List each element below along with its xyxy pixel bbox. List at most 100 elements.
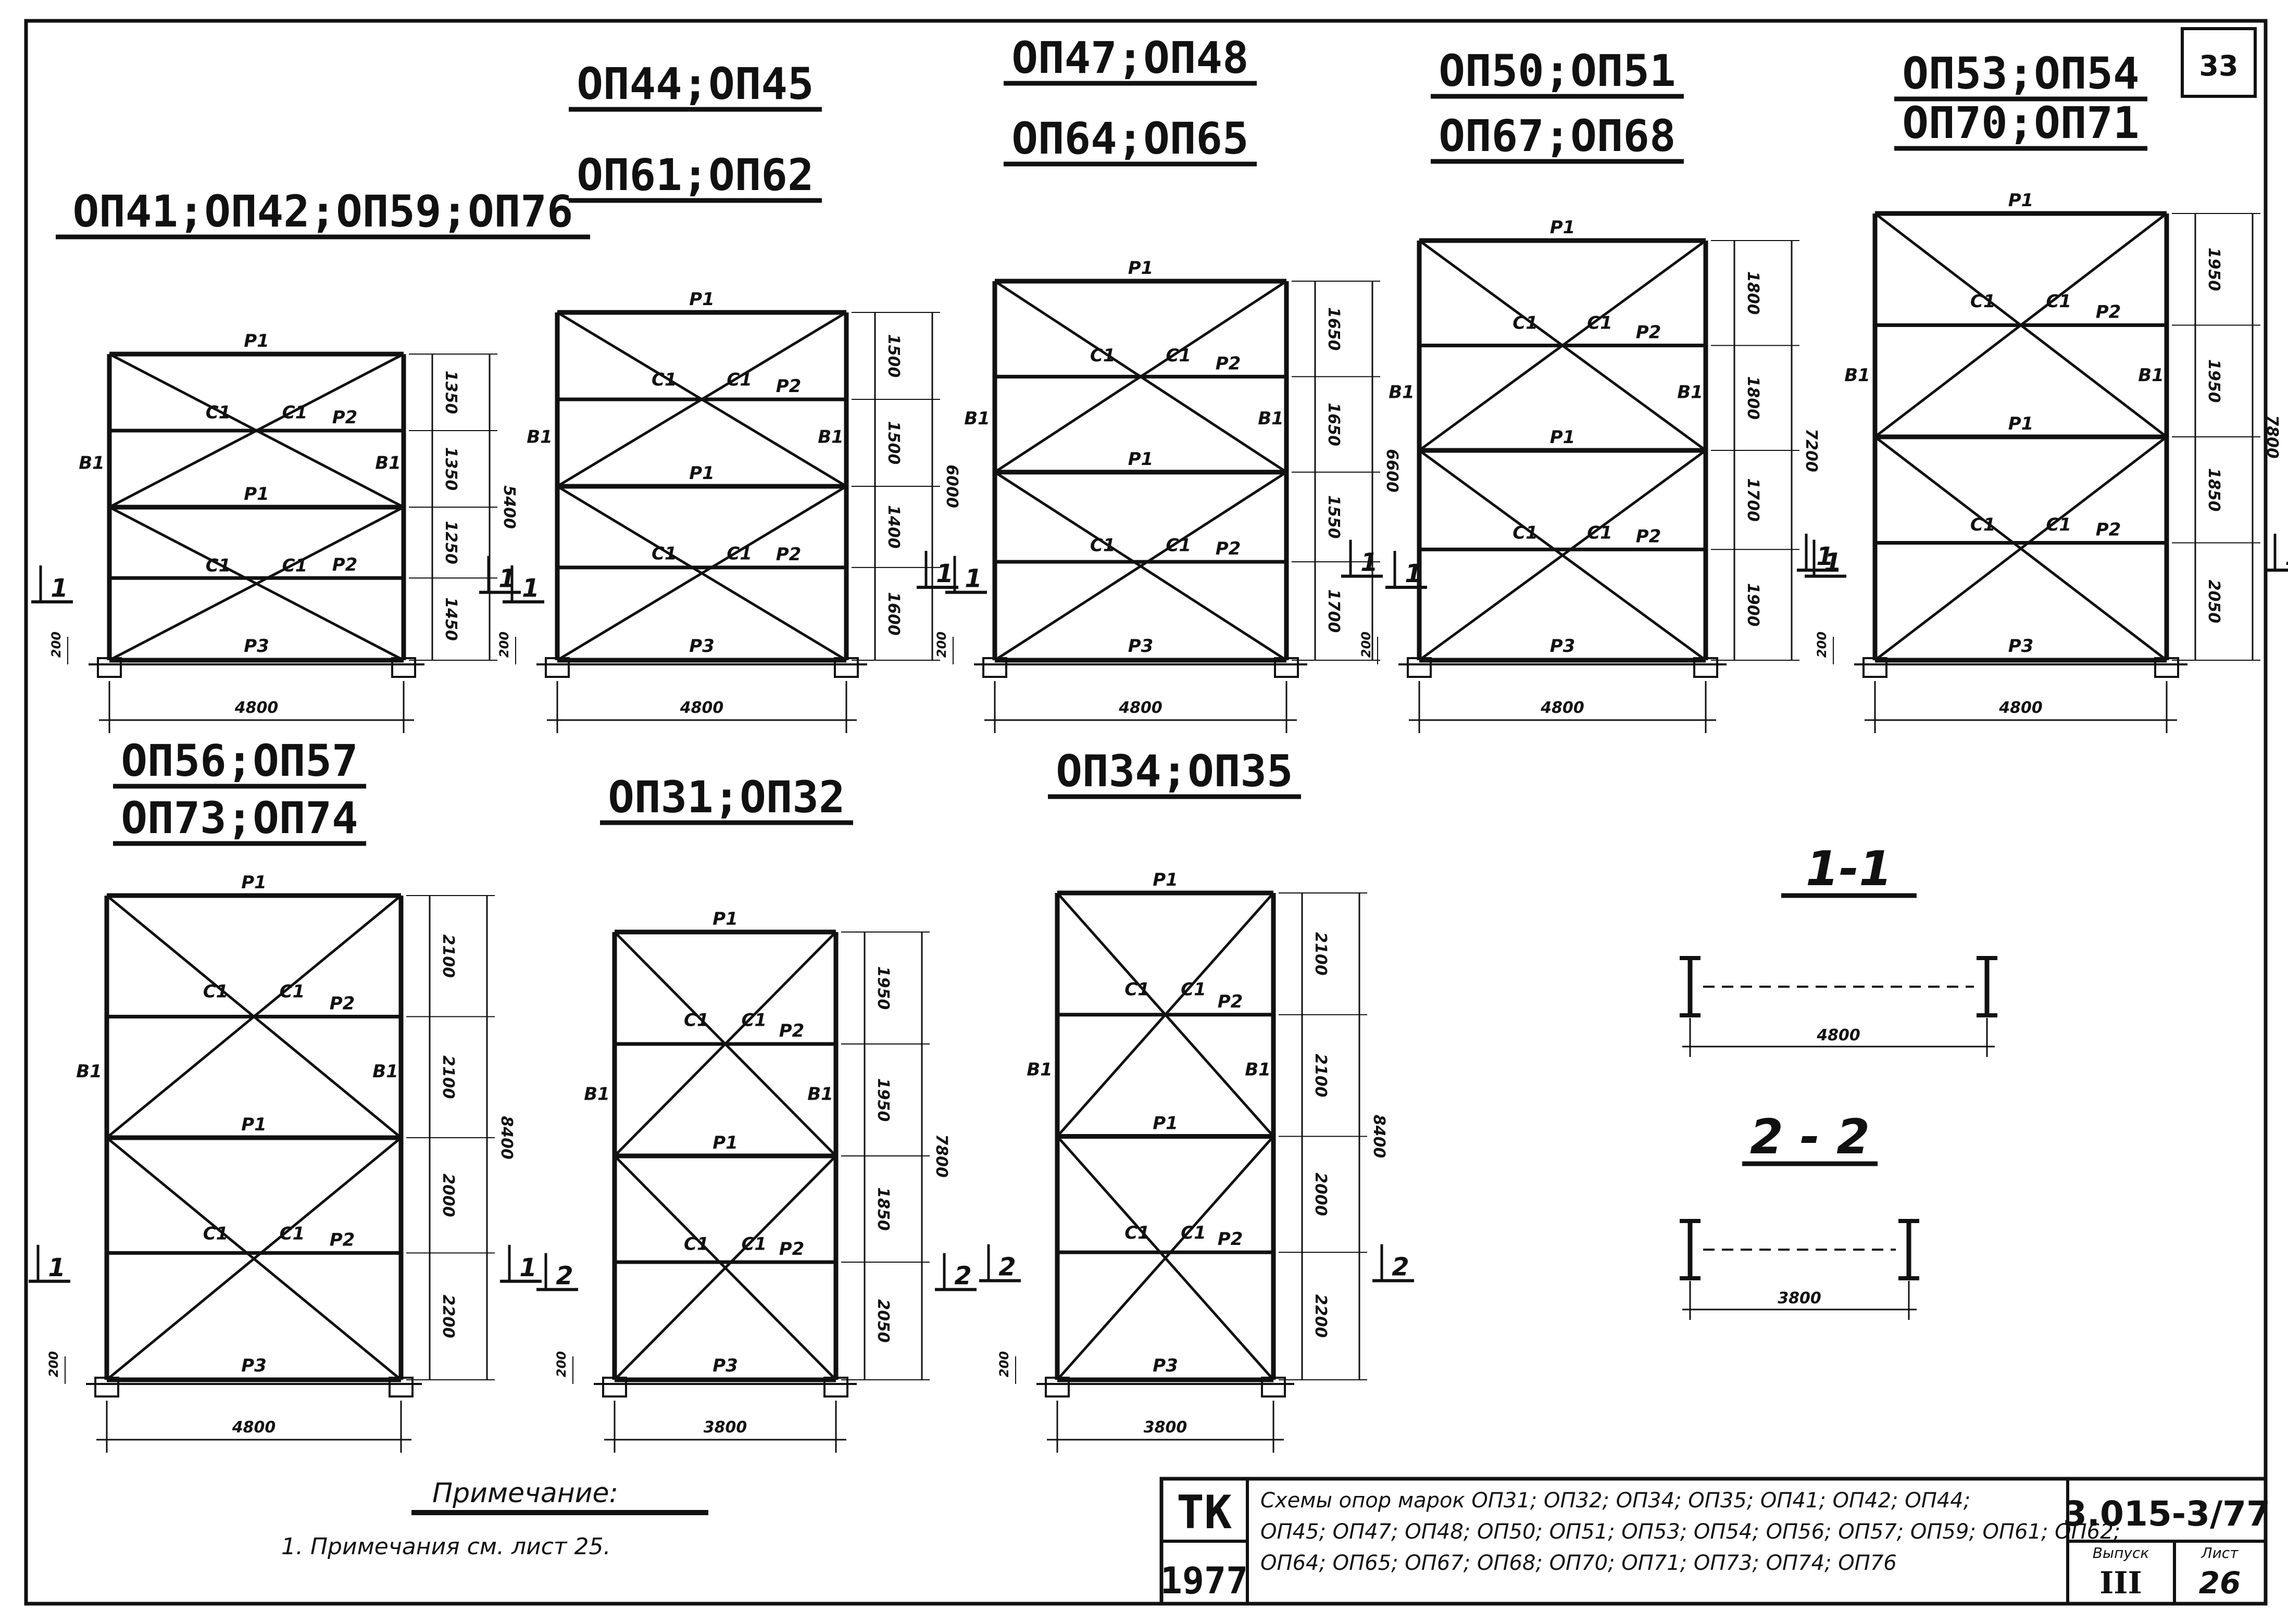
label-column: В1 [2138,365,2164,386]
label-brace: С1 [1124,979,1150,1000]
label-brace: С1 [280,981,305,1002]
dim-base-value: 200 [1359,632,1373,658]
footing [1261,1377,1286,1398]
label-bottom-chord: Р3 [1153,1355,1178,1376]
label-mid-chord: Р1 [712,1132,738,1153]
label-strut: Р2 [1218,1229,1243,1250]
label-brace: С1 [1970,514,1996,535]
tb-desc-line-2: ОП45; ОП47; ОП48; ОП50; ОП51; ОП53; ОП54… [1260,1520,2120,1544]
section-marker-left-label: 2 [998,1253,1016,1282]
dim-panel-value: 1700 [1744,478,1762,522]
footing [545,657,570,678]
label-brace: С1 [741,1234,767,1255]
dim-width-value: 4800 [234,699,279,717]
label-brace: С1 [1587,522,1612,543]
label-strut: Р2 [1218,991,1243,1012]
note-heading: Примечание: [432,1478,618,1509]
label-brace: С1 [280,1223,305,1244]
label-brace: С1 [1512,522,1538,543]
tb-desc-line-1: Схемы опор марок ОП31; ОП32; ОП34; ОП35;… [1260,1489,1970,1513]
section-marker-right-label: 2 [1392,1253,1409,1282]
label-strut: Р2 [2096,302,2121,323]
dim-panel-value: 1900 [1744,583,1762,627]
label-brace: С1 [684,1234,709,1255]
label-brace: С1 [741,1010,767,1031]
note-block: Примечание: 1. Примечания см. лист 25. [281,1478,708,1560]
dim-panel-value: 1650 [1324,307,1343,351]
dim-total-value: 7200 [1802,429,1820,472]
label-strut: Р2 [779,1021,805,1041]
label-bottom-chord: Р3 [689,636,715,657]
footing [834,657,859,678]
frame-title: ОП50;ОП51 [1439,45,1676,96]
label-brace: С1 [206,555,231,576]
label-brace: С1 [1090,535,1116,556]
title-block: ТК 1977 Схемы опор марок ОП31; ОП32; ОП3… [1159,1477,2270,1606]
dim-panel-value: 1700 [1324,589,1343,633]
label-strut: Р2 [332,555,358,575]
label-top-chord: Р1 [689,289,715,310]
label-column: В1 [584,1084,610,1105]
dim-panel-value: 1950 [874,1078,892,1122]
frame-title: ОП67;ОП68 [1439,110,1676,161]
diagonal-brace [1418,239,1707,452]
sheet-number: 33 [2199,49,2238,82]
frame-title: ОП34;ОП35 [1056,746,1293,797]
label-bottom-chord: Р3 [2008,636,2034,657]
label-brace: С1 [1166,535,1191,556]
frame-title: ОП44;ОП45 [577,58,814,109]
dim-width-value: 4800 [232,1418,276,1437]
label-column: В1 [79,453,105,474]
dim-width-value: 4800 [1118,699,1162,717]
dim-panel-value: 2200 [439,1294,457,1338]
label-strut: Р2 [332,407,358,428]
label-column: В1 [807,1084,833,1105]
label-brace: С1 [1970,291,1996,312]
label-strut: Р2 [779,1239,805,1260]
dim-width-value: 4800 [680,699,724,717]
label-brace: С1 [1090,345,1116,366]
label-column: В1 [375,453,401,474]
footing [94,1377,119,1398]
footing [1693,657,1718,678]
frame-title: ОП56;ОП57 [121,735,358,786]
dim-base-value: 200 [1815,632,1829,658]
frame-title: ОП47;ОП48 [1011,32,1248,83]
label-brace: С1 [203,981,229,1002]
section-marker-left-label: 1 [1360,548,1378,577]
label-mid-chord: Р1 [244,484,269,505]
label-brace: С1 [2046,291,2071,312]
label-column: В1 [1245,1060,1271,1080]
section-marker-left-label: 1 [498,564,516,594]
label-brace: С1 [652,369,677,390]
dim-panel-value: 2100 [1311,932,1330,976]
footing [391,657,416,678]
label-top-chord: Р1 [712,909,738,929]
dim-panel-value: 1500 [884,421,903,465]
dim-panel-value: 2000 [1311,1173,1330,1216]
dim-panel-value: 1850 [874,1187,892,1231]
label-mid-chord: Р1 [1128,449,1154,470]
note-text: 1. Примечания см. лист 25. [281,1533,610,1560]
tb-year: 1977 [1160,1559,1248,1602]
footing [97,657,122,678]
footing [1045,1377,1070,1398]
section-marker-left-label: 1 [51,574,68,603]
label-mid-chord: Р1 [1153,1113,1178,1134]
diagonal-brace [108,506,405,662]
dim-panel-value: 2000 [439,1174,457,1217]
dim-base-value: 200 [49,632,64,658]
label-brace: С1 [1181,1223,1206,1243]
label-brace: С1 [652,543,677,564]
footing [982,657,1007,678]
diagonal-brace [1418,449,1707,662]
label-brace: С1 [684,1010,709,1031]
dim-panel-value: 2100 [439,1055,457,1099]
